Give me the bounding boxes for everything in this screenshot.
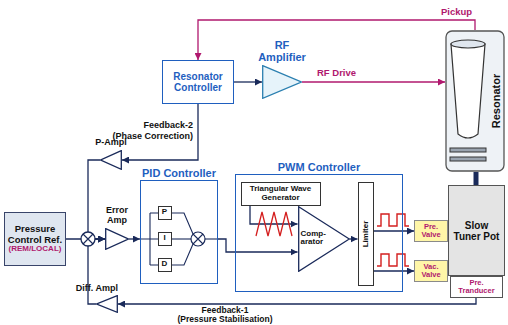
- box-label: Pre. Tranducer: [452, 279, 501, 296]
- signal-line: [218, 239, 298, 252]
- limiter-box: Limiter: [358, 182, 374, 286]
- term-box: P: [158, 206, 172, 220]
- box-label: P: [162, 208, 167, 217]
- multiplier-junction: [191, 232, 205, 246]
- signal-line: [198, 20, 475, 60]
- signal-line: [350, 238, 358, 239]
- resonator-cavity: Resonator: [445, 30, 505, 172]
- box-label: D: [162, 260, 168, 269]
- signal-note: (Pressure Stabilisation): [178, 315, 273, 324]
- signal-line: [302, 81, 445, 82]
- edge-label: Pickup: [440, 7, 473, 17]
- generator-box: Triangular Wave Generator: [241, 182, 321, 206]
- limiter-label: Limiter: [361, 220, 370, 247]
- square-wave: [377, 214, 409, 226]
- signal-note: Feedback-1: [202, 306, 249, 315]
- box-label: Triangular Wave Generator: [244, 185, 318, 203]
- signal-line: [88, 239, 105, 304]
- edge-label: RF Drive: [316, 68, 357, 78]
- group-title: PID Controller: [141, 167, 217, 179]
- term-box: I: [158, 232, 172, 246]
- signal-line: [118, 298, 476, 304]
- cavity-rim: [451, 40, 485, 48]
- box-label: Slow Tuner Pot: [451, 220, 502, 242]
- signal-note: Feedback-2: [143, 121, 193, 130]
- amplifier-triangle: [96, 295, 118, 313]
- triangular-wave: [256, 212, 292, 236]
- box-label: Vac. Valve: [416, 263, 446, 280]
- controller-box: Resonator Controller: [162, 60, 234, 104]
- amplifier-label: Comp- arator: [301, 230, 331, 248]
- triangle-outline: [97, 296, 118, 313]
- signal-line: [88, 160, 105, 239]
- amplifier-triangle: Diff. Ampl: [96, 295, 118, 313]
- tuner-shaft: [474, 172, 479, 185]
- term-box: D: [158, 258, 172, 272]
- amplifier-triangle: [262, 65, 302, 99]
- amplifier-triangle: Error Amp: [105, 228, 129, 250]
- cavity-outline: [446, 31, 504, 171]
- cavity-bell: [451, 44, 485, 138]
- amplifier-triangle: RF Amplifier: [262, 65, 302, 99]
- base-plate: [450, 148, 486, 152]
- signal-line: [374, 230, 415, 231]
- signal-line: [234, 81, 262, 82]
- square-wave: [377, 254, 409, 266]
- amplifier-triangle: [105, 228, 129, 250]
- signal-line: [374, 270, 415, 271]
- controller-group: PID ControllerPID: [140, 180, 218, 284]
- amplifier-triangle: [100, 150, 122, 170]
- triangle-outline: [263, 66, 302, 99]
- box-label: Pressure Control Ref.: [7, 224, 63, 245]
- group-title: PWM Controller: [236, 161, 402, 173]
- box-label: I: [163, 234, 165, 243]
- controller-group: PWM ControllerTriangular Wave GeneratorC…: [235, 174, 403, 292]
- valve-box: Pre. Valve: [414, 220, 448, 242]
- resonator-label: Resonator: [490, 74, 502, 128]
- box-label: Pre. Valve: [416, 223, 446, 240]
- box-label: Resonator Controller: [165, 71, 231, 93]
- amplifier-label: RF Amplifier: [252, 39, 312, 63]
- base-plate: [450, 157, 486, 161]
- signal-note: (Phase Correction): [112, 132, 193, 141]
- pid-wiring: [140, 213, 218, 265]
- tuner-box: Slow Tuner Pot: [448, 185, 505, 276]
- signal-line: [129, 238, 140, 239]
- triangle-outline: [106, 229, 129, 250]
- valve-box: Vac. Valve: [414, 260, 448, 282]
- transducer-box: Pre. Tranducer: [450, 276, 503, 298]
- amplifier-label: Diff. Ampl: [76, 284, 118, 294]
- summing-junction: [81, 232, 95, 246]
- triangle-outline: [101, 151, 122, 170]
- comparator-triangle: Comp- arator: [298, 206, 350, 272]
- triangle-outline: [298, 206, 349, 271]
- amplifier-triangle: P-Ampl: [100, 150, 122, 170]
- box-label: (REM/LOCAL): [9, 245, 62, 254]
- amplifier-label: Error Amp: [102, 206, 132, 226]
- reference-box: Pressure Control Ref.(REM/LOCAL): [4, 212, 66, 266]
